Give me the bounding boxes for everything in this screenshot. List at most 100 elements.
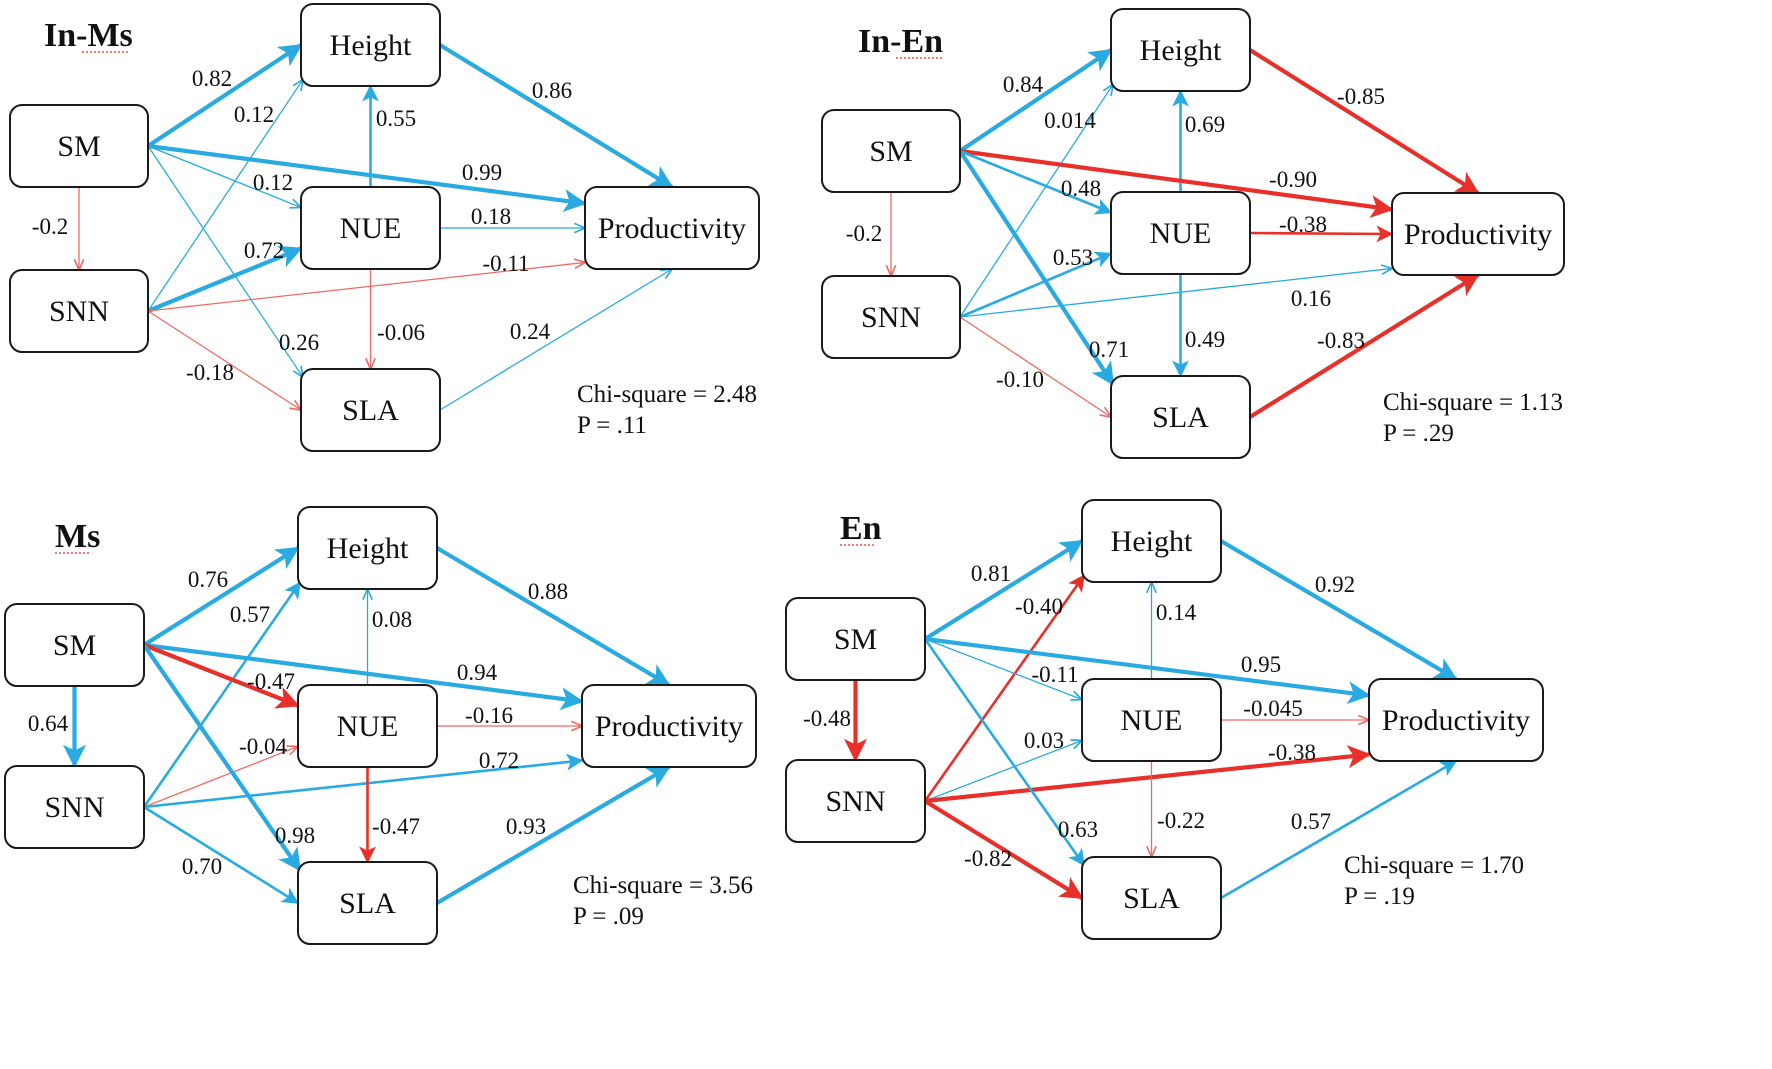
arrow-height-to-productivity [438, 43, 674, 189]
fit-statistics: Chi-square = 1.70 P = .19 [1344, 852, 1524, 910]
coef-snn-to-sla: -0.82 [964, 846, 1012, 871]
coef-nue-to-height: 0.55 [376, 106, 416, 131]
chi-square-value: Chi-square = 2.48 [577, 381, 757, 408]
node-label: SM [834, 623, 877, 656]
coef-nue-to-sla: -0.22 [1157, 808, 1205, 833]
coef-sm-to-nue: -0.47 [247, 669, 295, 694]
node-label: SLA [342, 394, 399, 427]
coef-sm-to-snn: -0.48 [803, 706, 851, 731]
coef-sm-to-nue: 0.12 [253, 170, 293, 195]
arrow-snn-to-productivity [959, 268, 1392, 318]
coef-sm-to-snn: -0.2 [846, 221, 882, 246]
coef-snn-to-productivity: -0.38 [1268, 740, 1316, 765]
node-productivity: Productivity [1391, 192, 1565, 276]
coef-sla-to-productivity: 0.57 [1291, 809, 1331, 834]
arrow-sm-to-sla [923, 638, 1086, 867]
chi-square-value: Chi-square = 3.56 [573, 872, 753, 899]
node-label: NUE [337, 710, 399, 743]
node-label: Productivity [595, 710, 743, 743]
coef-snn-to-productivity: 0.72 [479, 748, 519, 773]
arrow-sm-to-productivity [143, 642, 584, 711]
node-box [1110, 375, 1251, 459]
panel-title: En [840, 510, 882, 547]
coefficient-labels: 0.81-0.400.920.140.95-0.11-0.045-0.480.0… [803, 561, 1355, 871]
node-sm: SM [821, 109, 961, 193]
path-arrows [62, 546, 671, 905]
fit-statistics: Chi-square = 1.13P = .29 [1383, 389, 1563, 447]
node-sm: SM [9, 104, 149, 188]
node-label: SM [57, 130, 100, 163]
node-label: SM [869, 135, 912, 168]
node-label: SM [53, 629, 96, 662]
node-box [300, 186, 441, 270]
node-box [821, 275, 961, 359]
arrow-sm-to-height [923, 539, 1084, 641]
coef-sm-to-productivity: 0.95 [1241, 652, 1281, 677]
node-nue: NUE [1081, 678, 1222, 762]
panel-title: In-Ms [44, 17, 133, 54]
arrow-sm-to-productivity [147, 143, 587, 213]
arrow-snn-to-nue [147, 245, 303, 313]
coef-snn-to-nue: 0.03 [1024, 728, 1064, 753]
coef-sm-to-productivity: 0.94 [457, 660, 498, 685]
coef-snn-to-nue: 0.72 [244, 238, 284, 263]
coef-nue-to-productivity: -0.045 [1243, 696, 1302, 721]
node-box [9, 269, 149, 353]
coef-sm-to-sla: 0.98 [275, 823, 315, 848]
node-nue: NUE [297, 684, 438, 768]
coef-sla-to-productivity: 0.93 [506, 814, 546, 839]
panel-title: Ms [55, 518, 100, 555]
node-label: SLA [339, 887, 396, 920]
node-box [1081, 678, 1222, 762]
panels-root: In-MsSMSNNHeightNUESLAProductivity0.820.… [4, 3, 1565, 945]
node-label: SLA [1123, 882, 1180, 915]
arrow-snn-to-nue [143, 747, 298, 808]
node-box [1368, 678, 1544, 762]
coef-sla-to-productivity: -0.83 [1317, 328, 1365, 353]
coef-nue-to-height: 0.69 [1185, 112, 1225, 137]
coef-snn-to-sla: -0.10 [996, 367, 1044, 392]
panel-ms: MsSMSNNHeightNUESLAProductivity0.760.570… [4, 506, 757, 945]
arrow-height-to-productivity [1248, 48, 1480, 195]
coef-sm-to-snn: 0.64 [28, 711, 69, 736]
node-snn: SNN [785, 759, 926, 843]
arrow-snn-to-productivity [924, 745, 1371, 804]
coefficient-labels: 0.820.120.860.550.990.120.18-0.20.72-0.1… [32, 66, 572, 385]
node-box [785, 759, 926, 843]
arrow-snn-to-sla [143, 805, 300, 905]
node-box [297, 506, 438, 590]
coef-snn-to-height: 0.57 [230, 602, 270, 627]
node-height: Height [297, 506, 438, 590]
arrow-sm-to-nue [924, 638, 1082, 700]
node-height: Height [1110, 8, 1251, 92]
chi-square-value: Chi-square = 1.70 [1344, 852, 1524, 879]
coef-sm-to-productivity: -0.90 [1269, 167, 1317, 192]
path-arrows [79, 43, 674, 410]
node-label: Height [1111, 525, 1193, 558]
arrow-sla-to-productivity [1248, 273, 1480, 419]
p-value: P = .19 [1344, 883, 1415, 910]
fit-statistics: Chi-square = 3.56P = .09 [573, 872, 753, 930]
node-sla: SLA [297, 861, 438, 945]
coef-snn-to-height: 0.014 [1044, 108, 1096, 133]
coef-snn-to-productivity: 0.16 [1291, 286, 1331, 311]
node-sla: SLA [300, 368, 441, 452]
node-label: Height [330, 29, 412, 62]
node-box [1081, 856, 1222, 940]
node-label: NUE [1150, 217, 1212, 250]
node-sla: SLA [1110, 375, 1251, 459]
coef-nue-to-productivity: 0.18 [471, 204, 511, 229]
node-label: Productivity [1382, 704, 1530, 737]
arrow-snn-to-nue [959, 251, 1113, 319]
coef-sla-to-productivity: 0.24 [510, 319, 551, 344]
node-label: NUE [1121, 704, 1183, 737]
node-snn: SNN [9, 269, 149, 353]
coef-nue-to-productivity: -0.16 [465, 703, 513, 728]
coef-sm-to-height: 0.81 [971, 561, 1011, 586]
arrow-sm-to-productivity [959, 148, 1394, 218]
node-box [4, 765, 145, 849]
coef-height-to-productivity: 0.88 [528, 579, 568, 604]
coef-nue-to-sla: -0.47 [372, 814, 420, 839]
